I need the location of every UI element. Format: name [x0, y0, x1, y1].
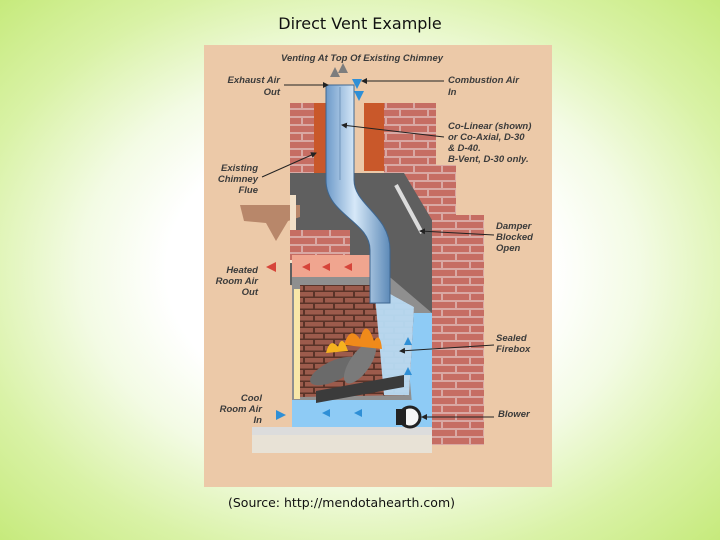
diagram-label: Firebox — [496, 344, 531, 355]
label-exhaust: Exhaust Air — [228, 75, 282, 86]
label-cool: Cool — [241, 393, 262, 404]
label-flue: Existing — [221, 163, 258, 174]
diagram-label: Room Air — [216, 276, 260, 287]
cool-air-arrows-icon — [276, 337, 412, 420]
label-colinear: Co-Linear (shown) — [448, 121, 531, 132]
heated-air-channel — [292, 255, 372, 277]
source-caption: (Source: http://mendotahearth.com) — [228, 495, 456, 510]
slide-title: Direct Vent Example — [278, 14, 442, 33]
diagram-label: & D-40. — [448, 143, 481, 154]
diagram-label: In — [254, 415, 263, 426]
diagram-label: Chimney — [218, 174, 259, 185]
label-blower: Blower — [498, 409, 531, 420]
glass-front — [294, 289, 300, 399]
direct-vent-diagram: Venting At Top Of Existing Chimney Exhau… — [204, 45, 552, 487]
chimney-flue-right — [364, 103, 384, 171]
exhaust-arrows-icon — [330, 63, 348, 77]
label-heated: Heated — [226, 265, 258, 276]
flame-icon — [326, 340, 348, 353]
log-icon — [310, 356, 358, 386]
diagram-label: Open — [496, 243, 520, 254]
diagram-label: or Co-Axial, D-30 — [448, 132, 525, 143]
vent-pipe-icon — [325, 84, 391, 304]
hearth-base — [252, 427, 432, 435]
blower-fan-icon — [396, 405, 422, 429]
heated-air-arrows-icon — [266, 262, 352, 272]
diagram-label: Flue — [238, 185, 258, 196]
diagram-label: B-Vent, D-30 only. — [448, 154, 529, 165]
log-icon — [343, 342, 377, 384]
diagram-label: Blocked — [496, 232, 533, 243]
label-damper: Damper — [496, 221, 533, 232]
outer-brick-wall — [432, 215, 484, 445]
flame-icon — [344, 328, 382, 349]
label-combustion: Combustion Air — [448, 75, 520, 86]
diagram-label: Room Air — [220, 404, 264, 415]
label-top: Venting At Top Of Existing Chimney — [281, 53, 444, 64]
chimney-flue-left — [314, 103, 326, 173]
combustion-arrows-icon — [352, 79, 364, 101]
label-sealed: Sealed — [496, 333, 527, 344]
diagram-label: Out — [242, 287, 259, 298]
damper-rod — [394, 184, 424, 234]
mantel-icon — [240, 205, 300, 241]
diagram-label: In — [448, 87, 457, 98]
diagram-label: Out — [264, 87, 281, 98]
